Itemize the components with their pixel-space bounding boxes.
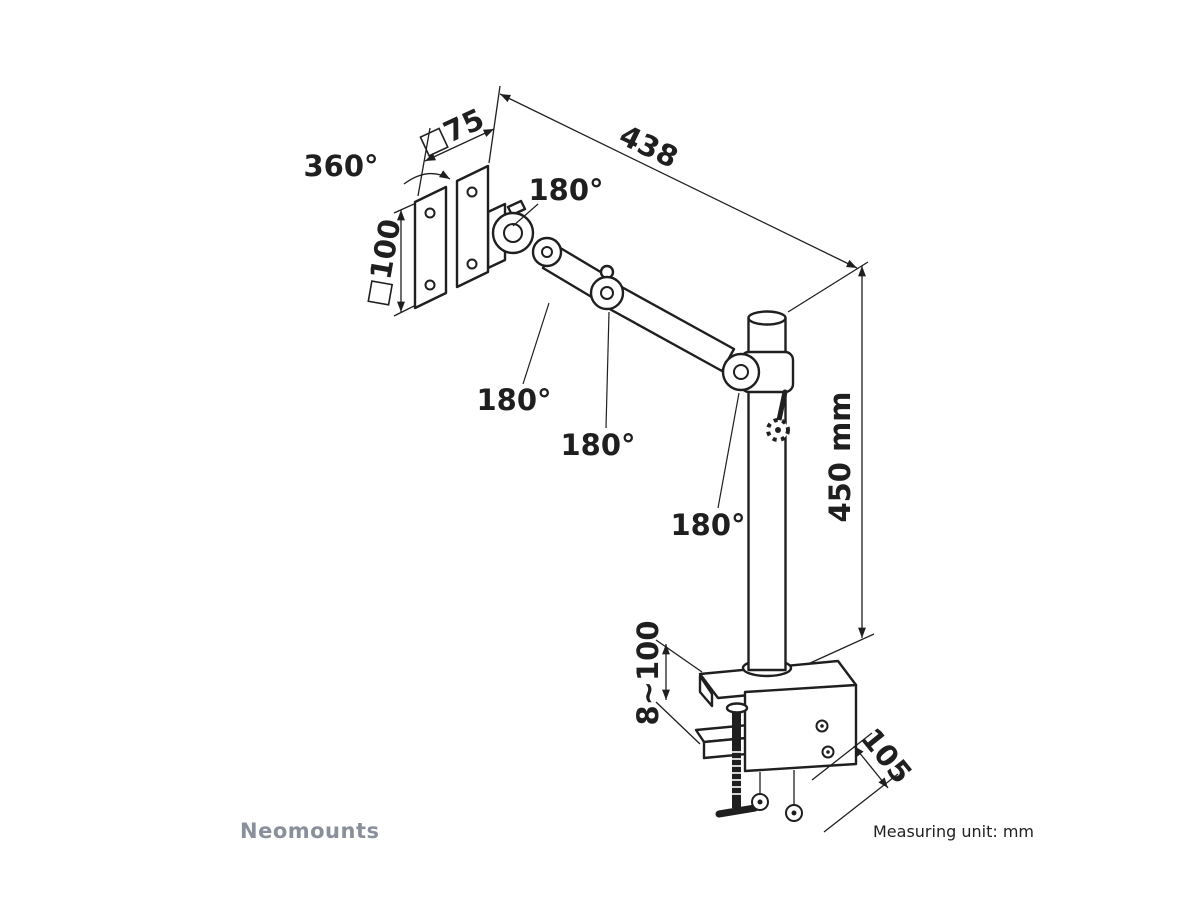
hand-knob-dot (775, 427, 781, 433)
label-swivel-pole: 180° (670, 508, 745, 542)
clamp-screw-shaft (732, 712, 741, 808)
leader-swivel-pole (717, 392, 740, 509)
head-swivel-hole (541, 246, 553, 258)
elbow-joint-hole (600, 286, 614, 300)
label-vesa-width: □75 (413, 102, 489, 161)
dim-arm-reach (499, 93, 858, 269)
ext-depth-1 (811, 732, 873, 781)
clamp-hole-1-dot (820, 724, 824, 728)
vesa-plate-left (413, 185, 448, 310)
arm-link-2 (604, 283, 736, 373)
dim-clamp-depth (853, 745, 889, 789)
label-vesa-height: □100 (359, 216, 408, 309)
ext-vesa-right (488, 85, 501, 164)
pole-top-cap (747, 310, 787, 326)
leader-swivel-head (512, 203, 539, 227)
vesa-bracket (413, 164, 507, 310)
dim-vesa-width (424, 128, 495, 162)
knob-stem (776, 389, 788, 423)
label-pole-height: 450 mm (823, 391, 857, 522)
leader-swivel-shoulder (522, 302, 550, 385)
leader-swivel-elbow (605, 311, 610, 429)
label-clamp-depth: 105 (854, 722, 919, 790)
ext-pole-top (787, 261, 869, 313)
brand-logo: Neomounts (240, 819, 380, 843)
measuring-unit-note: Measuring unit: mm (873, 822, 1034, 841)
vesa-hole-bl (424, 279, 436, 291)
pole-swivel-hole (733, 364, 749, 380)
rotation-arc (403, 170, 451, 185)
dimension-lines (393, 85, 899, 833)
head-tilt-knob-hub (503, 223, 523, 243)
ext-plate-top (393, 203, 415, 214)
foot-knob-1-dot (757, 799, 763, 805)
vesa-hole-tl (424, 207, 436, 219)
ext-plate-bottom (393, 305, 415, 317)
clamp-screw-handle (715, 804, 759, 818)
pole-collar (721, 350, 795, 442)
label-clamp-range: 8~100 (631, 620, 665, 725)
articulated-arm (541, 244, 736, 373)
ext-clamp-jaw (655, 701, 701, 745)
clamp-screw-pad (725, 702, 749, 714)
label-vesa-rotation: 360° (303, 149, 378, 183)
foot-knob-2-dot (791, 810, 797, 816)
vesa-hole-br (466, 258, 478, 270)
clamp-hole-2-dot (826, 750, 830, 754)
clamp-left-stub (698, 674, 714, 708)
label-swivel-elbow: 180° (560, 428, 635, 462)
vesa-hole-tr (466, 186, 478, 198)
vesa-plate-right (455, 164, 490, 289)
label-swivel-shoulder: 180° (476, 383, 551, 417)
label-swivel-head: 180° (528, 173, 603, 207)
desk-clamp (694, 659, 858, 822)
ext-desk-surface (807, 633, 875, 665)
clamp-screw-threads (731, 751, 742, 795)
